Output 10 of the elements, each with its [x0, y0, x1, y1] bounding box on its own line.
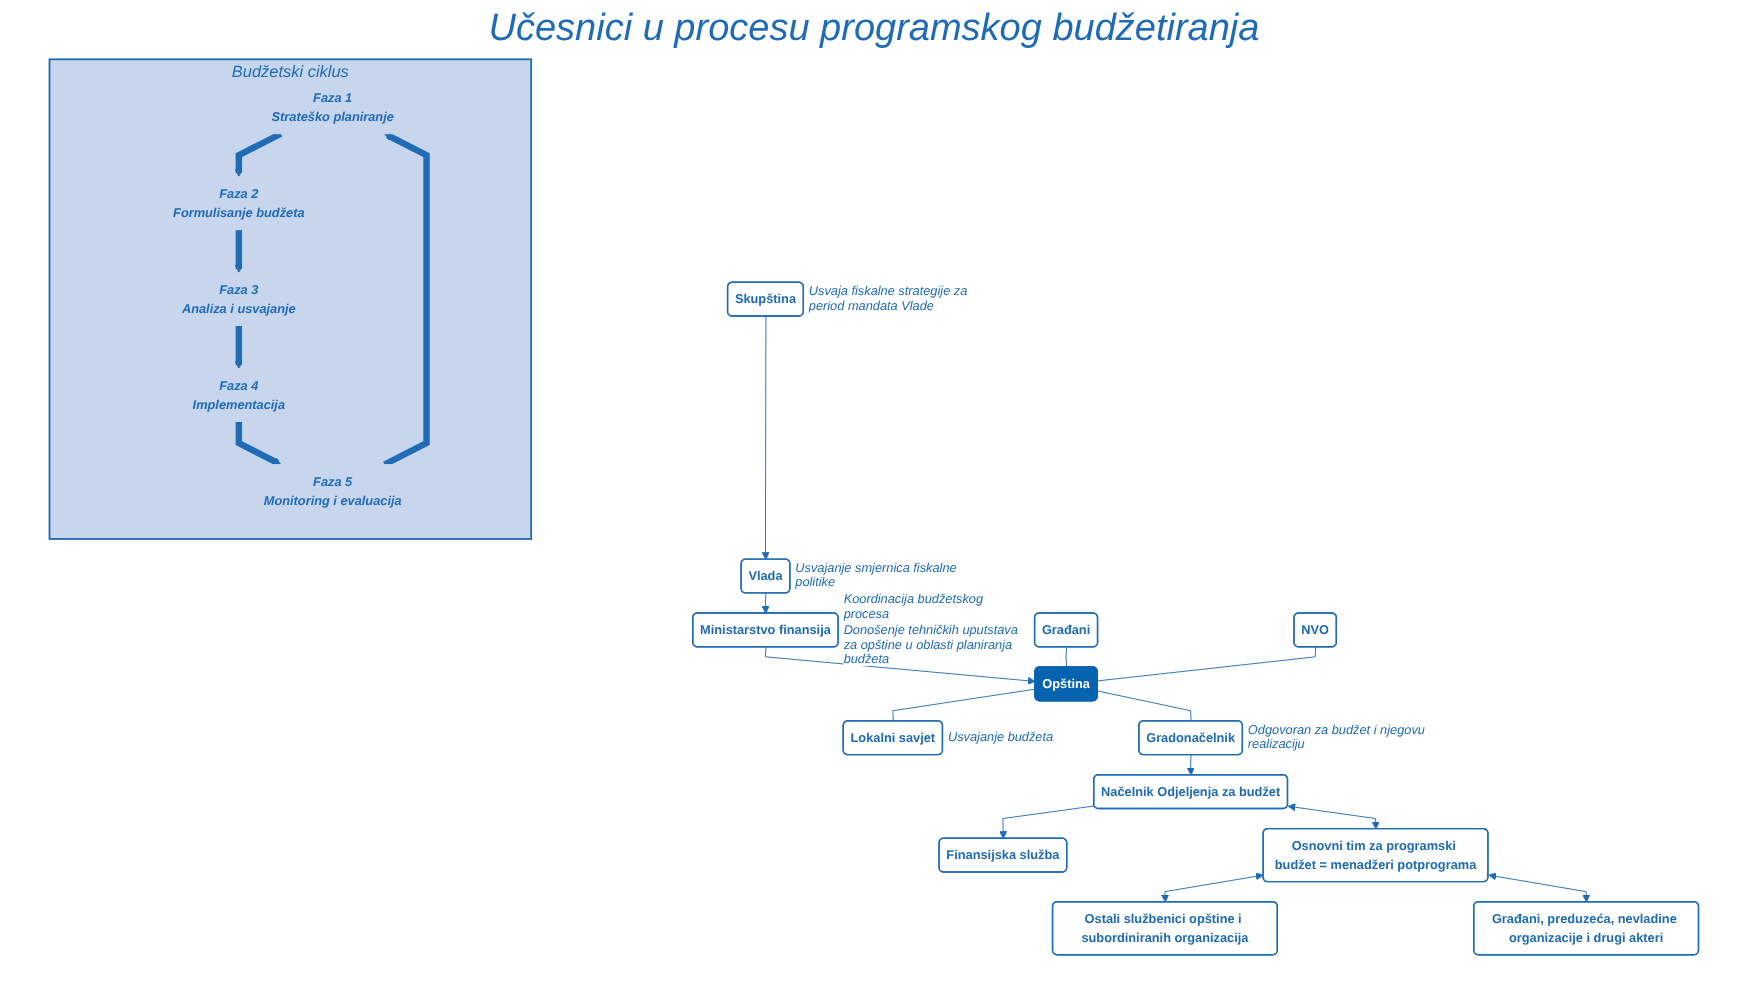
- connector: [1065, 646, 1067, 668]
- arrow: [234, 325, 243, 369]
- arrow: [235, 421, 282, 466]
- connector: [892, 688, 1036, 722]
- arrow: [234, 130, 283, 178]
- arrow: [234, 229, 243, 273]
- connector: [1097, 690, 1192, 722]
- connector: [1097, 646, 1317, 682]
- arrow: [383, 132, 430, 468]
- diagram-title: Učesnici u procesu programskog budžetiranja: [486, 8, 1262, 52]
